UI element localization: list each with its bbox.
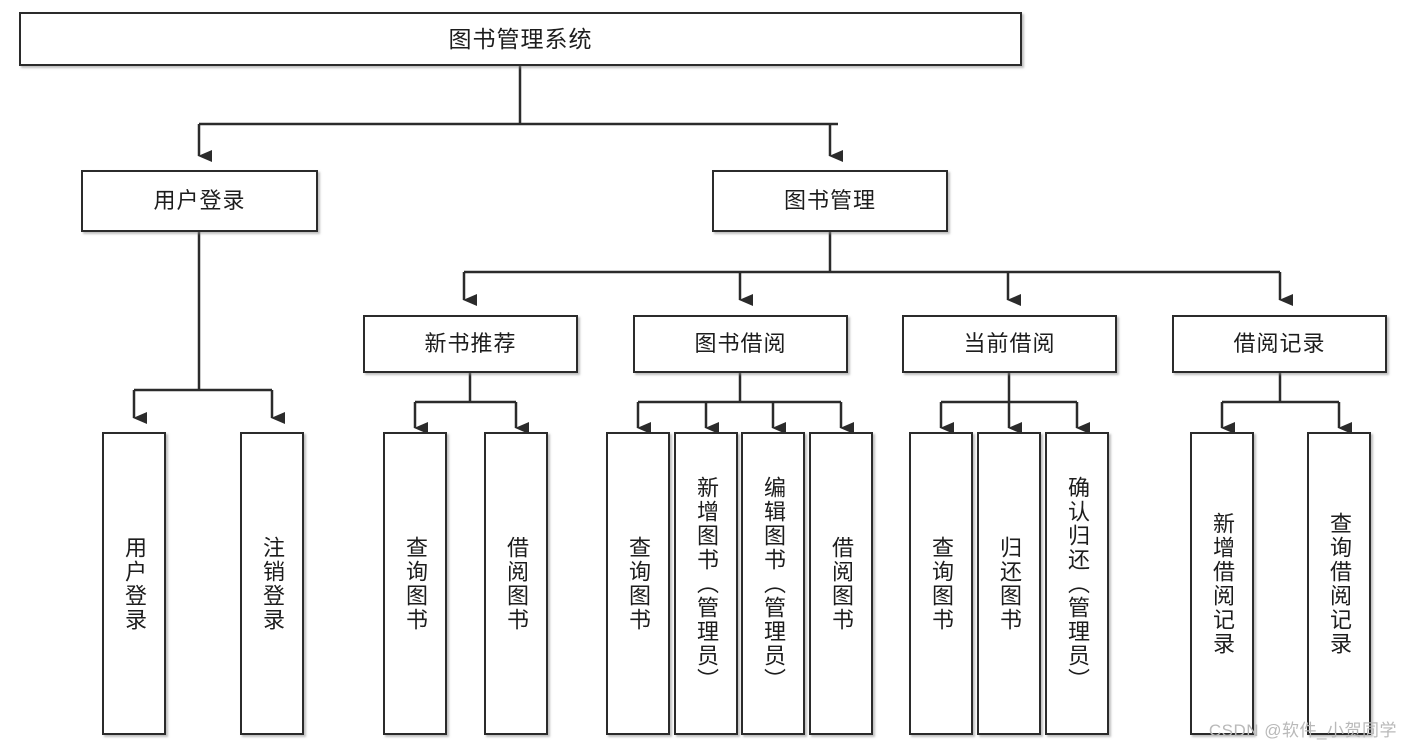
node-label: 查询图书: [626, 535, 651, 632]
node-book-borrow[interactable]: 图书借阅: [633, 315, 848, 373]
node-label: 查询借阅记录: [1327, 511, 1352, 656]
node-label: 当前借阅: [963, 331, 1056, 357]
node-leaf-add-record[interactable]: 新增借阅记录: [1190, 432, 1254, 735]
node-label: 图书借阅: [694, 331, 787, 357]
node-label: 用户登录: [122, 535, 147, 632]
node-leaf-edit-book[interactable]: 编辑图书（管理员）: [741, 432, 805, 735]
node-label: 查询图书: [403, 535, 428, 632]
node-label: 借阅图书: [504, 535, 529, 632]
node-leaf-query-book-1[interactable]: 查询图书: [383, 432, 447, 735]
node-label: 确认归还（管理员）: [1065, 475, 1090, 692]
node-leaf-user-login[interactable]: 用户登录: [102, 432, 166, 735]
node-leaf-add-book[interactable]: 新增图书（管理员）: [674, 432, 738, 735]
node-label: 查询图书: [929, 535, 954, 632]
node-label: 图书管理: [783, 188, 876, 214]
node-label: 新书推荐: [424, 331, 517, 357]
node-new-book-recommend[interactable]: 新书推荐: [363, 315, 578, 373]
node-leaf-user-logout[interactable]: 注销登录: [240, 432, 304, 735]
node-book-manage[interactable]: 图书管理: [712, 170, 948, 232]
node-label: 归还图书: [997, 535, 1022, 632]
csdn-watermark: CSDN @软件_小贺同学: [1208, 721, 1397, 740]
node-label: 注销登录: [260, 535, 285, 632]
node-leaf-confirm-return[interactable]: 确认归还（管理员）: [1045, 432, 1109, 735]
node-label: 借阅记录: [1233, 331, 1326, 357]
node-label: 新增借阅记录: [1210, 511, 1235, 656]
node-label: 图书管理系统: [448, 25, 593, 52]
node-user-login[interactable]: 用户登录: [81, 170, 318, 232]
node-leaf-query-record[interactable]: 查询借阅记录: [1307, 432, 1371, 735]
node-current-borrow[interactable]: 当前借阅: [902, 315, 1117, 373]
node-label: 借阅图书: [829, 535, 854, 632]
node-book-management-system[interactable]: 图书管理系统: [19, 12, 1022, 66]
node-label: 编辑图书（管理员）: [761, 475, 786, 692]
node-leaf-borrow-book-2[interactable]: 借阅图书: [809, 432, 873, 735]
node-label: 用户登录: [153, 188, 246, 214]
node-label: 新增图书（管理员）: [694, 475, 719, 692]
node-leaf-borrow-book-1[interactable]: 借阅图书: [484, 432, 548, 735]
node-leaf-query-book-3[interactable]: 查询图书: [909, 432, 973, 735]
node-leaf-query-book-2[interactable]: 查询图书: [606, 432, 670, 735]
node-leaf-return-book[interactable]: 归还图书: [977, 432, 1041, 735]
node-borrow-record[interactable]: 借阅记录: [1172, 315, 1387, 373]
